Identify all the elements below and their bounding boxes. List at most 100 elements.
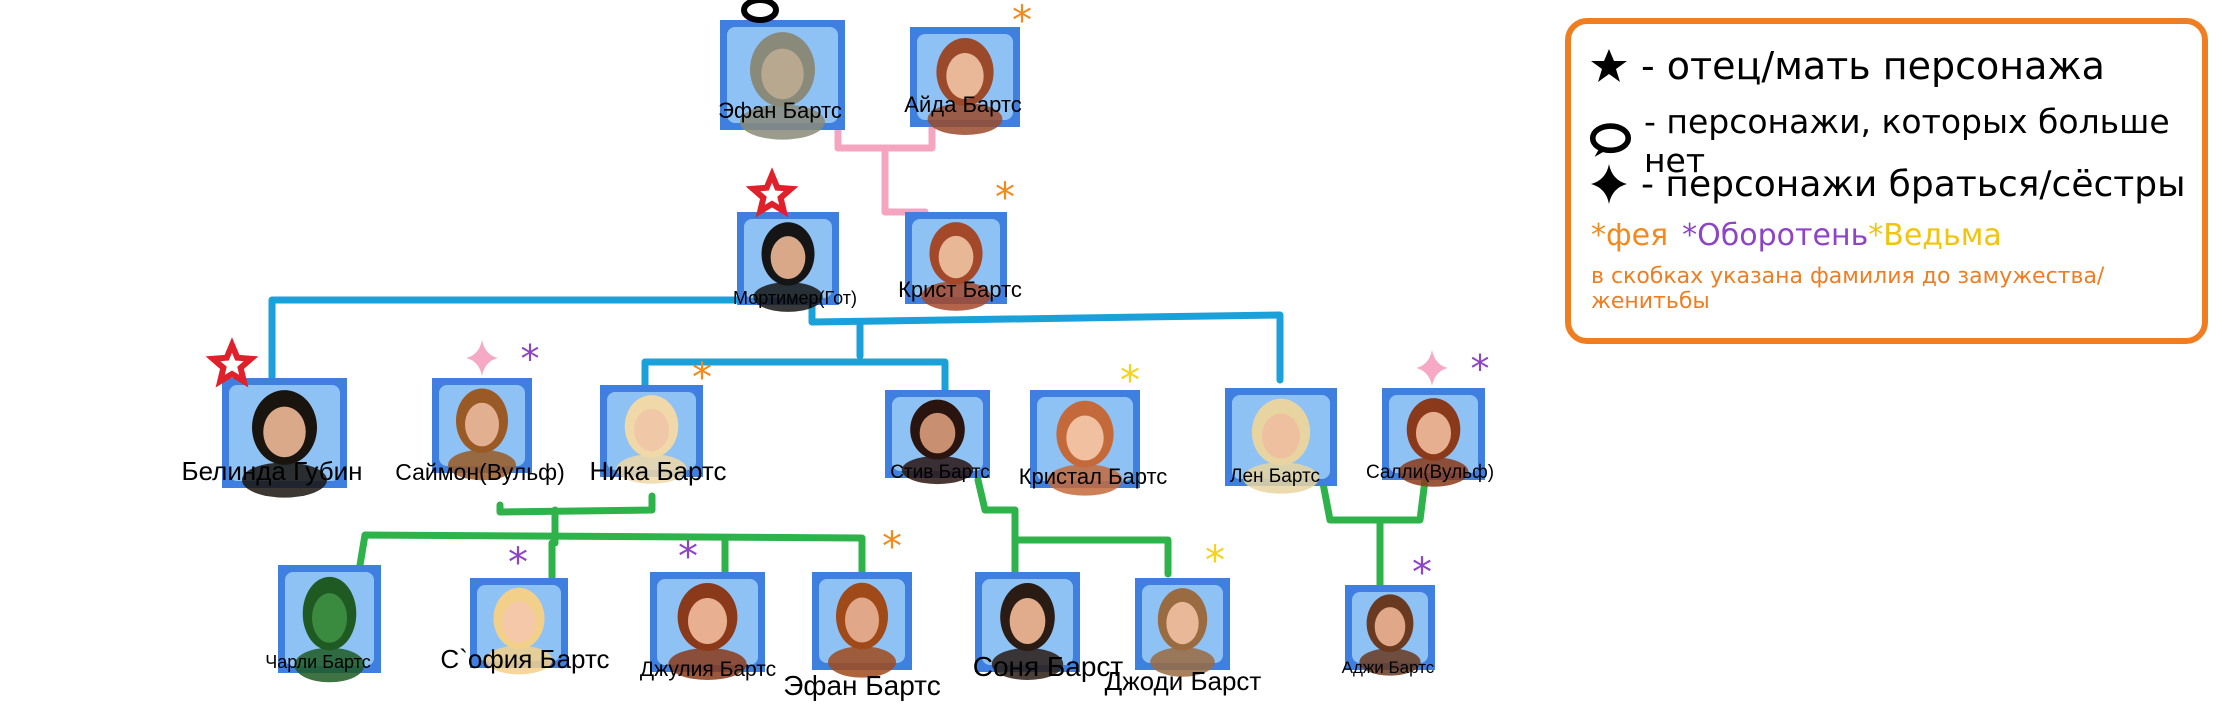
werewolf-mark: *: [521, 337, 540, 381]
person-card: Аджи Бартс: [1342, 585, 1435, 677]
portrait-face: [633, 408, 670, 452]
legend-panel: - отец/мать персонажа - персонажи, котор…: [1565, 18, 2208, 344]
portrait-face: [946, 53, 984, 99]
fairy-mark: *: [692, 355, 712, 401]
person-card: Айда Бартс: [904, 27, 1022, 135]
person-card: Ника Бартс: [590, 385, 727, 486]
portrait-shoulders: [1398, 457, 1469, 487]
person-card: Саймон(Вульф): [395, 378, 565, 485]
portrait-shoulders: [991, 648, 1064, 680]
person-name: Соня Барст: [973, 651, 1124, 682]
legend-note: в скобках указана фамилия до замужества/…: [1591, 264, 2105, 314]
portrait-face: [502, 601, 536, 643]
person-name: Мортимер(Гот): [733, 288, 857, 308]
portrait-shoulders: [901, 455, 974, 485]
portrait-face: [770, 236, 806, 279]
fairy-mark: *: [995, 175, 1015, 221]
parent-star-icon: [745, 167, 799, 218]
person-name: Белинда Губин: [182, 456, 363, 486]
person-name: Саймон(Вульф): [395, 459, 565, 485]
connector-line: [1011, 536, 1172, 578]
portrait-face: [761, 48, 804, 100]
werewolf-mark: *: [1471, 347, 1490, 391]
fairy-mark: *: [1012, 0, 1032, 44]
person-name: Салли(Вульф): [1366, 462, 1494, 483]
parent-star-icon: [205, 337, 259, 388]
person-name: Аджи Бартс: [1342, 658, 1435, 677]
connector-line: [1318, 474, 1429, 524]
legend-fairy: *фея: [1591, 218, 1669, 253]
connector-line: [974, 476, 1019, 576]
person-name: Кристал Бартс: [1019, 464, 1168, 489]
speech-bubble-icon: [1589, 123, 1632, 157]
sparkle-icon: [1416, 350, 1448, 386]
portrait-face: [1009, 598, 1046, 644]
person-card: Стив Бартс: [885, 390, 990, 485]
portrait-shoulders: [1047, 464, 1123, 496]
person-card: Кристал Бартс: [1019, 390, 1168, 496]
person-card: Эфан Бартс: [718, 20, 845, 140]
witch-mark: *: [1205, 538, 1225, 584]
portrait-shoulders: [242, 462, 327, 498]
portrait-shoulders: [485, 645, 553, 675]
connector-line: [356, 531, 866, 576]
person-name: Айда Бартс: [904, 92, 1021, 117]
person-card: С`офия Бартс: [440, 578, 610, 675]
portrait-face: [1166, 601, 1199, 645]
parent-star-icon: [1591, 49, 1627, 82]
connector-line: [641, 358, 949, 394]
portrait-shoulders: [616, 454, 687, 484]
portrait-face: [1261, 413, 1301, 459]
legend-sibling: - персонажи браться/сёстры: [1589, 162, 2186, 206]
connector-line: [881, 144, 929, 216]
portrait-shoulders: [1242, 462, 1320, 494]
sparkle-icon: [466, 340, 498, 376]
portrait-shoulders: [828, 646, 896, 678]
portrait-shoulders: [1359, 648, 1421, 676]
person-name: Эфан Бартс: [718, 98, 842, 123]
connector-line: [808, 286, 1284, 384]
werewolf-mark: *: [508, 540, 528, 586]
portrait-face: [919, 412, 956, 454]
werewolf-mark: *: [678, 534, 698, 580]
legend-witch: *Ведьма: [1868, 218, 2002, 253]
person-name: Крист Бартс: [898, 277, 1022, 302]
person-name: Стив Бартс: [890, 462, 990, 483]
witch-mark: *: [1120, 358, 1140, 404]
portrait-face: [1415, 411, 1452, 455]
person-name: Лен Бартс: [1230, 466, 1320, 487]
person-name: Ника Бартс: [590, 456, 727, 486]
connector-line: [496, 492, 656, 516]
portrait-face: [1066, 415, 1104, 461]
person-card: Соня Барст: [973, 572, 1124, 682]
legend-deceased: - персонажи, которых больше нет: [1589, 102, 2202, 180]
person-name: Джулия Бартс: [640, 658, 776, 681]
person-card: Крист Бартс: [898, 212, 1022, 311]
portrait-shoulders: [448, 449, 516, 481]
portrait-face: [687, 598, 728, 644]
portrait-face: [845, 597, 879, 643]
person-card: Джоди Барст: [1105, 578, 1262, 696]
person-name: Эфан Бартс: [783, 670, 940, 701]
legend-werewolf: *Оборотень: [1682, 218, 1869, 253]
person-card: Эфан Бартс: [783, 572, 941, 701]
legend-parent: - отец/мать персонажа: [1589, 44, 2105, 88]
legend-sibling-text: - персонажи браться/сёстры: [1641, 163, 2186, 205]
portrait-face: [465, 402, 499, 447]
speech-bubble-icon: [741, 0, 779, 23]
legend-deceased-text: - персонажи, которых больше нет: [1643, 102, 2170, 180]
portrait-shoulders: [1150, 647, 1215, 677]
portrait-face: [1374, 607, 1406, 647]
person-card: Джулия Бартс: [640, 572, 776, 681]
portrait-shoulders: [921, 281, 991, 311]
person-name: Чарли Бартс: [265, 652, 370, 672]
portrait-shoulders: [294, 647, 365, 683]
werewolf-mark: *: [1412, 550, 1432, 596]
portrait-face: [311, 593, 348, 643]
portrait-shoulders: [740, 104, 825, 140]
legend-parent-text: - отец/мать персонажа: [1641, 44, 2105, 88]
person-card: Белинда Губин: [182, 378, 363, 498]
person-name: Джоди Барст: [1105, 666, 1262, 696]
person-card: Чарли Бартс: [265, 565, 381, 683]
